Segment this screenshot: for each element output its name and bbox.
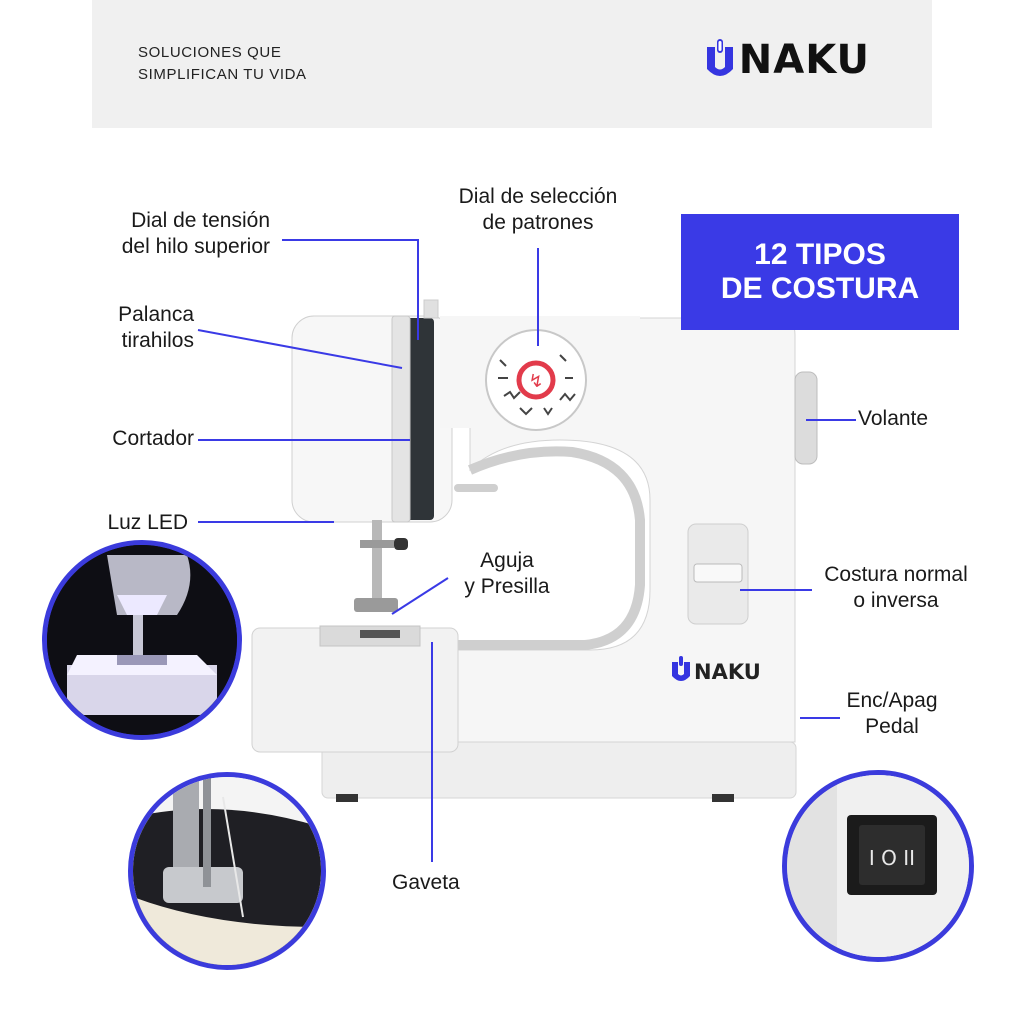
- callout-lines: [197, 239, 856, 862]
- inset-power-switch-photo: I O II: [782, 770, 974, 962]
- led-photo-image: [47, 545, 237, 735]
- label-needle-line1: Aguja: [480, 549, 534, 572]
- machine-logo: NAKU: [672, 656, 761, 684]
- label-tension-line1: Dial de tensión: [131, 209, 270, 232]
- brand-logo: NAKU: [705, 38, 870, 82]
- tagline: SOLUCIONES QUE SIMPLIFICAN TU VIDA: [138, 42, 307, 86]
- header-banner: SOLUCIONES QUE SIMPLIFICAN TU VIDA NAKU: [92, 0, 932, 128]
- tagline-line2: SIMPLIFICAN TU VIDA: [138, 66, 307, 83]
- label-reverse-line1: Costura normal: [824, 563, 968, 586]
- label-reverse-line2: o inversa: [853, 589, 939, 612]
- label-reverse-stitch: Costura normal o inversa: [814, 562, 978, 614]
- label-drawer: Gaveta: [392, 871, 460, 894]
- power-switch-icon: I O II: [787, 775, 969, 957]
- inset-needle-photo: [128, 772, 326, 970]
- label-handwheel: Volante: [858, 407, 929, 430]
- label-tension-line2: del hilo superior: [121, 235, 270, 258]
- label-lever-line1: Palanca: [118, 303, 194, 326]
- badge-line1: 12 TIPOS: [754, 238, 886, 271]
- naku-logo-icon: [706, 39, 733, 76]
- label-tension-dial: Dial de tensión del hilo superior: [70, 208, 270, 260]
- pattern-dial-icon: ↯: [485, 329, 587, 431]
- svg-text:↯: ↯: [528, 371, 543, 392]
- label-power-line2: Pedal: [865, 715, 919, 738]
- label-pattern-dial-line1: Dial de selección: [458, 185, 618, 208]
- label-pattern-dial: Dial de selección de patrones: [432, 184, 644, 236]
- label-lever-line2: tirahilos: [121, 329, 194, 352]
- brand-name: NAKU: [738, 37, 870, 83]
- badge-line2: DE COSTURA: [720, 272, 920, 305]
- svg-text:I O II: I O II: [869, 846, 915, 870]
- label-pattern-dial-line2: de patrones: [482, 211, 594, 234]
- label-cutter: Cortador: [112, 427, 194, 450]
- tagline-line1: SOLUCIONES QUE: [138, 44, 282, 61]
- stitch-types-badge: 12 TIPOS DE COSTURA: [681, 214, 959, 330]
- label-take-up-lever: Palanca tirahilos: [70, 302, 194, 354]
- label-led-light: Luz LED: [107, 511, 188, 534]
- label-needle: Aguja y Presilla: [448, 548, 566, 600]
- label-needle-line2: y Presilla: [464, 575, 550, 598]
- label-power-line1: Enc/Apag: [846, 689, 938, 712]
- machine-brand-name: NAKU: [694, 660, 761, 684]
- label-power-pedal: Enc/Apag Pedal: [842, 688, 942, 740]
- needle-photo-image: [133, 777, 321, 965]
- inset-led-photo: [42, 540, 242, 740]
